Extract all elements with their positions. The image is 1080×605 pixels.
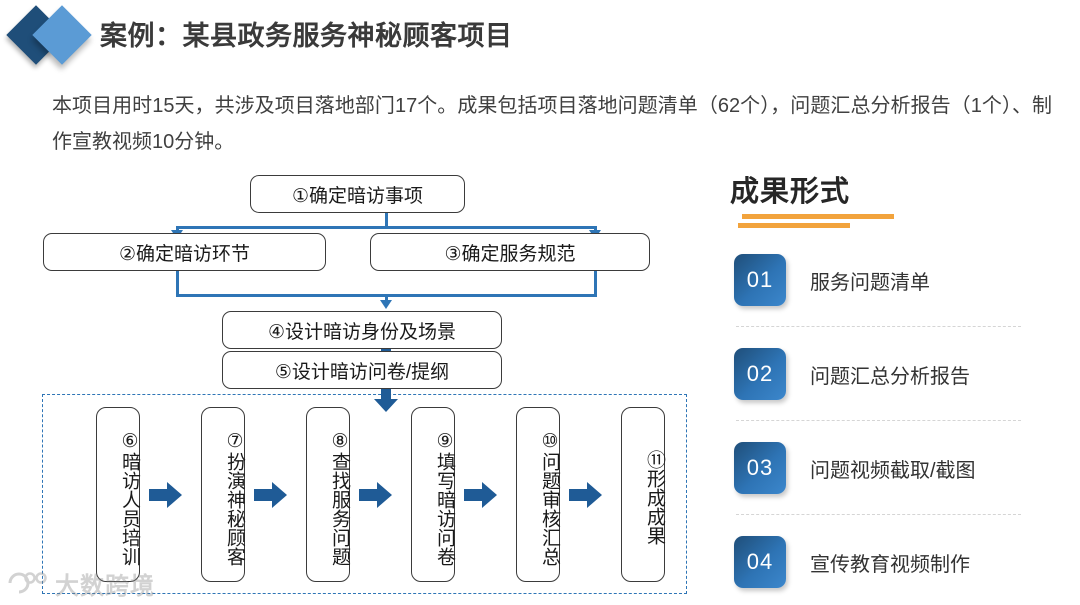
flow-step-1[interactable]: ①确定暗访事项 — [250, 175, 465, 213]
title-accent-bar-top — [742, 214, 894, 219]
fat-arrow-5-to-zone — [374, 387, 398, 412]
result-separator-1 — [736, 326, 1021, 327]
connector-split-bar — [176, 226, 597, 229]
connector-merge-to-4 — [385, 294, 388, 302]
execution-zone — [42, 394, 687, 594]
results-panel: 成果形式 01 服务问题清单 02 问题汇总分析报告 03 问题视频截取/截图 … — [728, 168, 1068, 598]
flow-step-11[interactable]: ⑪形成成果 — [621, 407, 665, 582]
result-label-03: 问题视频截取/截图 — [810, 460, 976, 482]
result-badge-03: 03 — [734, 442, 786, 494]
result-separator-2 — [736, 420, 1021, 421]
page-title: 案例：某县政务服务神秘顾客项目 — [100, 21, 513, 51]
title-accent-bar-bottom — [738, 223, 850, 228]
result-item-02[interactable]: 02 问题汇总分析报告 — [728, 348, 1068, 404]
result-separator-3 — [736, 514, 1021, 515]
connector-to-3 — [594, 226, 597, 232]
flow-step-6[interactable]: ⑥暗访人员培训 — [96, 407, 140, 582]
flow-step-3[interactable]: ③确定服务规范 — [370, 233, 650, 271]
flow-step-8-label: ⑧查找服务问题 — [329, 429, 350, 566]
results-panel-title: 成果形式 — [730, 176, 851, 208]
flow-step-7[interactable]: ⑦扮演神秘顾客 — [201, 407, 245, 582]
result-label-04: 宣传教育视频制作 — [810, 554, 970, 576]
flow-step-4-label: ④设计暗访身份及场景 — [267, 321, 457, 343]
flow-step-8[interactable]: ⑧查找服务问题 — [306, 407, 350, 582]
step-arrow-8-to-9 — [359, 482, 392, 508]
flow-step-10-label: ⑩问题审核汇总 — [539, 429, 560, 566]
flow-step-10[interactable]: ⑩问题审核汇总 — [516, 407, 560, 582]
flow-step-2[interactable]: ②确定暗访环节 — [43, 233, 326, 271]
step-arrow-6-to-7 — [149, 482, 182, 508]
flow-step-6-label: ⑥暗访人员培训 — [119, 429, 140, 566]
result-badge-01: 01 — [734, 254, 786, 306]
result-label-02: 问题汇总分析报告 — [810, 366, 970, 388]
connector-to-2 — [176, 226, 179, 232]
flow-step-7-label: ⑦扮演神秘顾客 — [224, 429, 245, 566]
flow-step-2-label: ②确定暗访环节 — [118, 243, 251, 265]
result-item-03[interactable]: 03 问题视频截取/截图 — [728, 442, 1068, 498]
flow-step-3-label: ③确定服务规范 — [444, 243, 576, 265]
arrowhead-to-4 — [380, 300, 392, 309]
watermark: 大数跨境 — [6, 566, 155, 600]
flowchart: ①确定暗访事项 ②确定暗访环节 ③确定服务规范 ④设计暗访身份及场景 ⑤设计暗访… — [30, 168, 700, 598]
flow-step-9-label: ⑨填写暗访问卷 — [434, 429, 455, 566]
step-arrow-7-to-8 — [254, 482, 287, 508]
result-label-01: 服务问题清单 — [810, 272, 930, 294]
connector-from-2-down — [176, 271, 179, 296]
connector-from-3-down — [594, 271, 597, 296]
watermark-text: 大数跨境 — [55, 572, 155, 600]
flow-step-9[interactable]: ⑨填写暗访问卷 — [411, 407, 455, 582]
flow-step-11-label: ⑪形成成果 — [644, 450, 665, 545]
flow-step-5-label: ⑤设计暗访问卷/提纲 — [274, 361, 450, 383]
flow-step-4[interactable]: ④设计暗访身份及场景 — [222, 311, 502, 349]
watermark-logo-icon — [8, 572, 47, 594]
double-diamond-logo-icon — [6, 4, 94, 70]
intro-paragraph: 本项目用时15天，共涉及项目落地部门17个。成果包括项目落地问题清单（62个），… — [52, 95, 1052, 153]
step-arrow-9-to-10 — [464, 482, 497, 508]
result-item-01[interactable]: 01 服务问题清单 — [728, 254, 1068, 310]
connector-1-down — [385, 212, 388, 228]
result-badge-04: 04 — [734, 536, 786, 588]
flow-step-5[interactable]: ⑤设计暗访问卷/提纲 — [222, 351, 502, 389]
step-arrow-10-to-11 — [569, 482, 602, 508]
result-item-04[interactable]: 04 宣传教育视频制作 — [728, 536, 1068, 592]
result-badge-02: 02 — [734, 348, 786, 400]
flow-step-1-label: ①确定暗访事项 — [291, 185, 424, 207]
